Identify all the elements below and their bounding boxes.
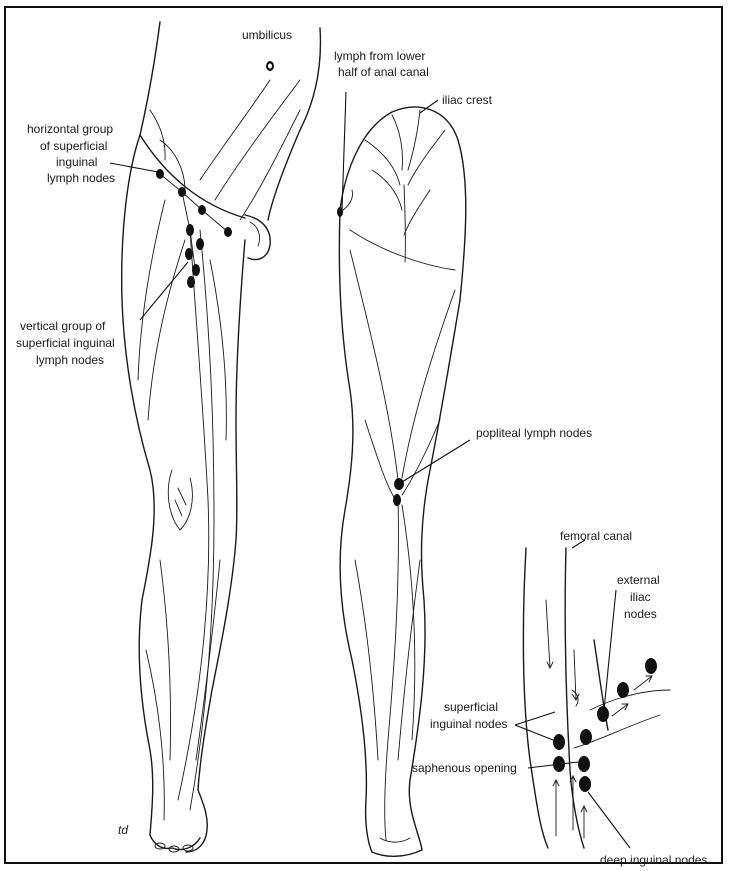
artist-signature: td <box>118 823 128 837</box>
label-superficial-inguinal-line2: inguinal nodes <box>430 717 507 731</box>
lymph-node <box>196 238 204 250</box>
lymph-node <box>192 264 200 276</box>
label-popliteal: popliteal lymph nodes <box>476 426 592 440</box>
lymph-node <box>394 478 404 490</box>
label-horizontal-line1: horizontal group <box>27 122 113 136</box>
lymph-node <box>580 729 592 745</box>
leader-lines <box>110 92 630 848</box>
label-iliac-crest: iliac crest <box>442 93 493 107</box>
lymph-node <box>597 706 609 722</box>
lymph-node <box>224 227 232 237</box>
label-umbilicus: umbilicus <box>242 28 292 42</box>
anterior-leg-drawing: td <box>118 22 320 852</box>
label-vertical-line1: vertical group of <box>20 319 106 333</box>
label-superficial-inguinal-line1: superficial <box>444 700 498 714</box>
label-femoral-canal: femoral canal <box>560 529 632 543</box>
label-horizontal-line3: inguinal <box>56 155 97 169</box>
lymph-node <box>185 248 193 260</box>
lymph-node <box>198 205 206 215</box>
lymph-node <box>645 658 657 674</box>
lymph-node <box>186 224 194 236</box>
label-horizontal-line2: of superficial <box>40 139 107 153</box>
lymph-node <box>393 494 401 506</box>
lymph-node <box>187 276 195 288</box>
label-deep-inguinal: deep inguinal nodes <box>600 853 707 867</box>
lymph-node <box>156 169 164 179</box>
label-external-iliac-line3: nodes <box>624 607 657 621</box>
umbilicus-center <box>268 64 272 69</box>
label-saphenous-opening: saphenous opening <box>412 761 517 775</box>
lymph-node <box>579 776 591 792</box>
label-anal-canal-line1: lymph from lower <box>334 49 425 63</box>
label-anal-canal-line2: half of anal canal <box>338 65 429 79</box>
lymph-node <box>578 756 590 772</box>
lymph-node <box>553 734 565 750</box>
label-vertical-line3: lymph nodes <box>36 353 104 367</box>
label-vertical-line2: superficial inguinal <box>16 336 115 350</box>
label-horizontal-line4: lymph nodes <box>47 171 115 185</box>
label-external-iliac-line1: external <box>617 573 660 587</box>
vertical-node-group <box>185 224 204 288</box>
label-external-iliac-line2: iliac <box>630 590 651 604</box>
lymph-node <box>617 682 629 698</box>
lymph-node <box>178 187 186 197</box>
